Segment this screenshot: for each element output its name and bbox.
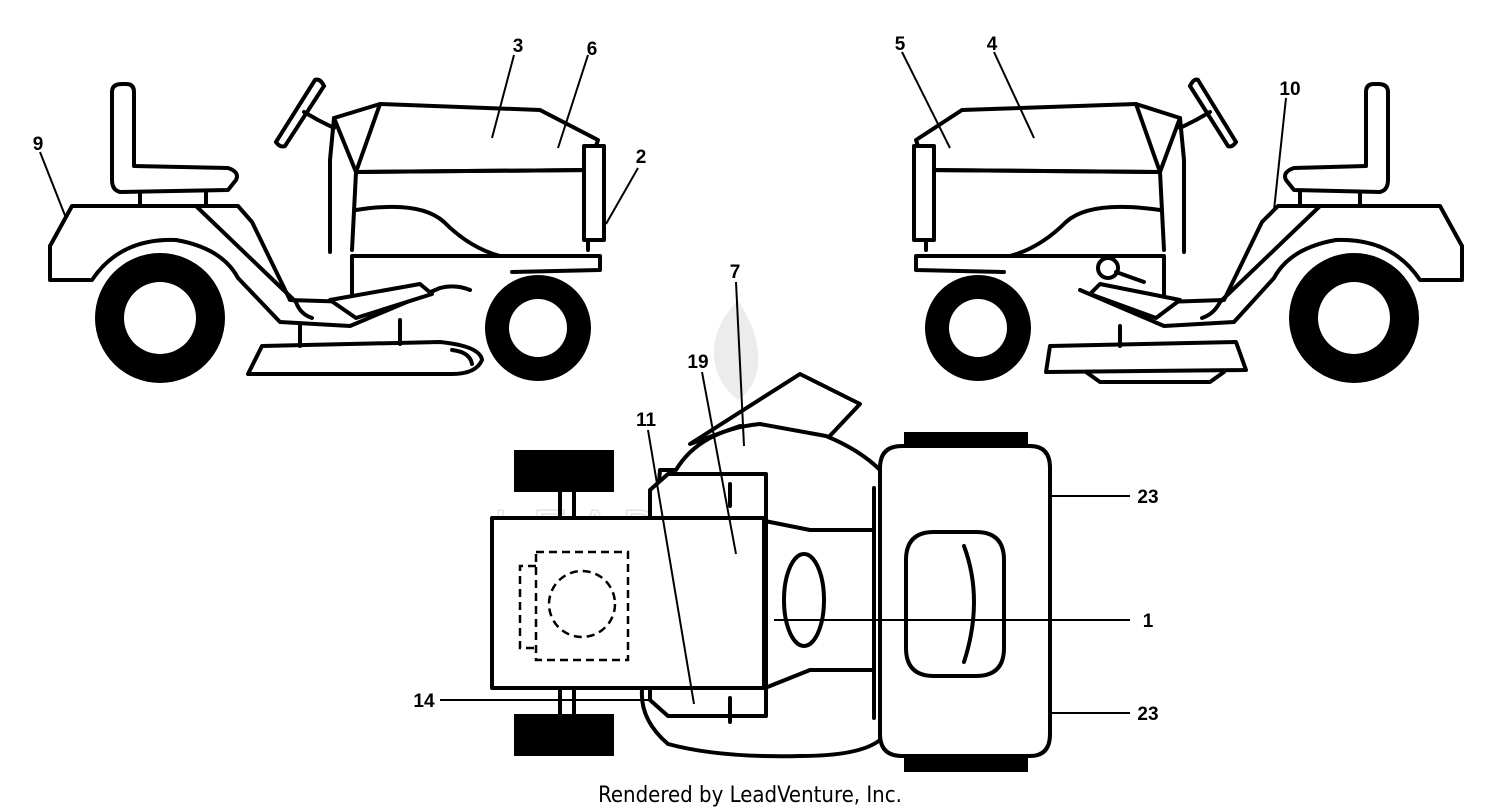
top-view	[490, 372, 1052, 772]
watermark-flame-icon	[713, 300, 759, 400]
footer-credit: Rendered by LeadVenture, Inc.	[598, 783, 902, 808]
callout-4: 4	[987, 34, 998, 55]
callout-23-top: 23	[1137, 487, 1158, 508]
callouts: 3 6 2 9 5 4 10 7 19 11 14 1 23 23	[33, 34, 1301, 725]
callout-5: 5	[895, 34, 906, 55]
callout-14: 14	[413, 691, 435, 712]
callout-7: 7	[730, 262, 741, 283]
callout-11: 11	[636, 410, 657, 431]
callout-23-bottom: 23	[1137, 704, 1158, 725]
leader-lines	[39, 51, 1287, 714]
callout-9: 9	[33, 134, 44, 155]
callout-19: 19	[687, 352, 708, 373]
right-side-view	[912, 77, 1464, 384]
left-side-view	[48, 77, 606, 383]
callout-3: 3	[513, 36, 524, 57]
callout-6: 6	[587, 39, 598, 60]
callout-2: 2	[636, 147, 647, 168]
callout-1: 1	[1143, 611, 1154, 632]
callout-10: 10	[1279, 79, 1300, 100]
